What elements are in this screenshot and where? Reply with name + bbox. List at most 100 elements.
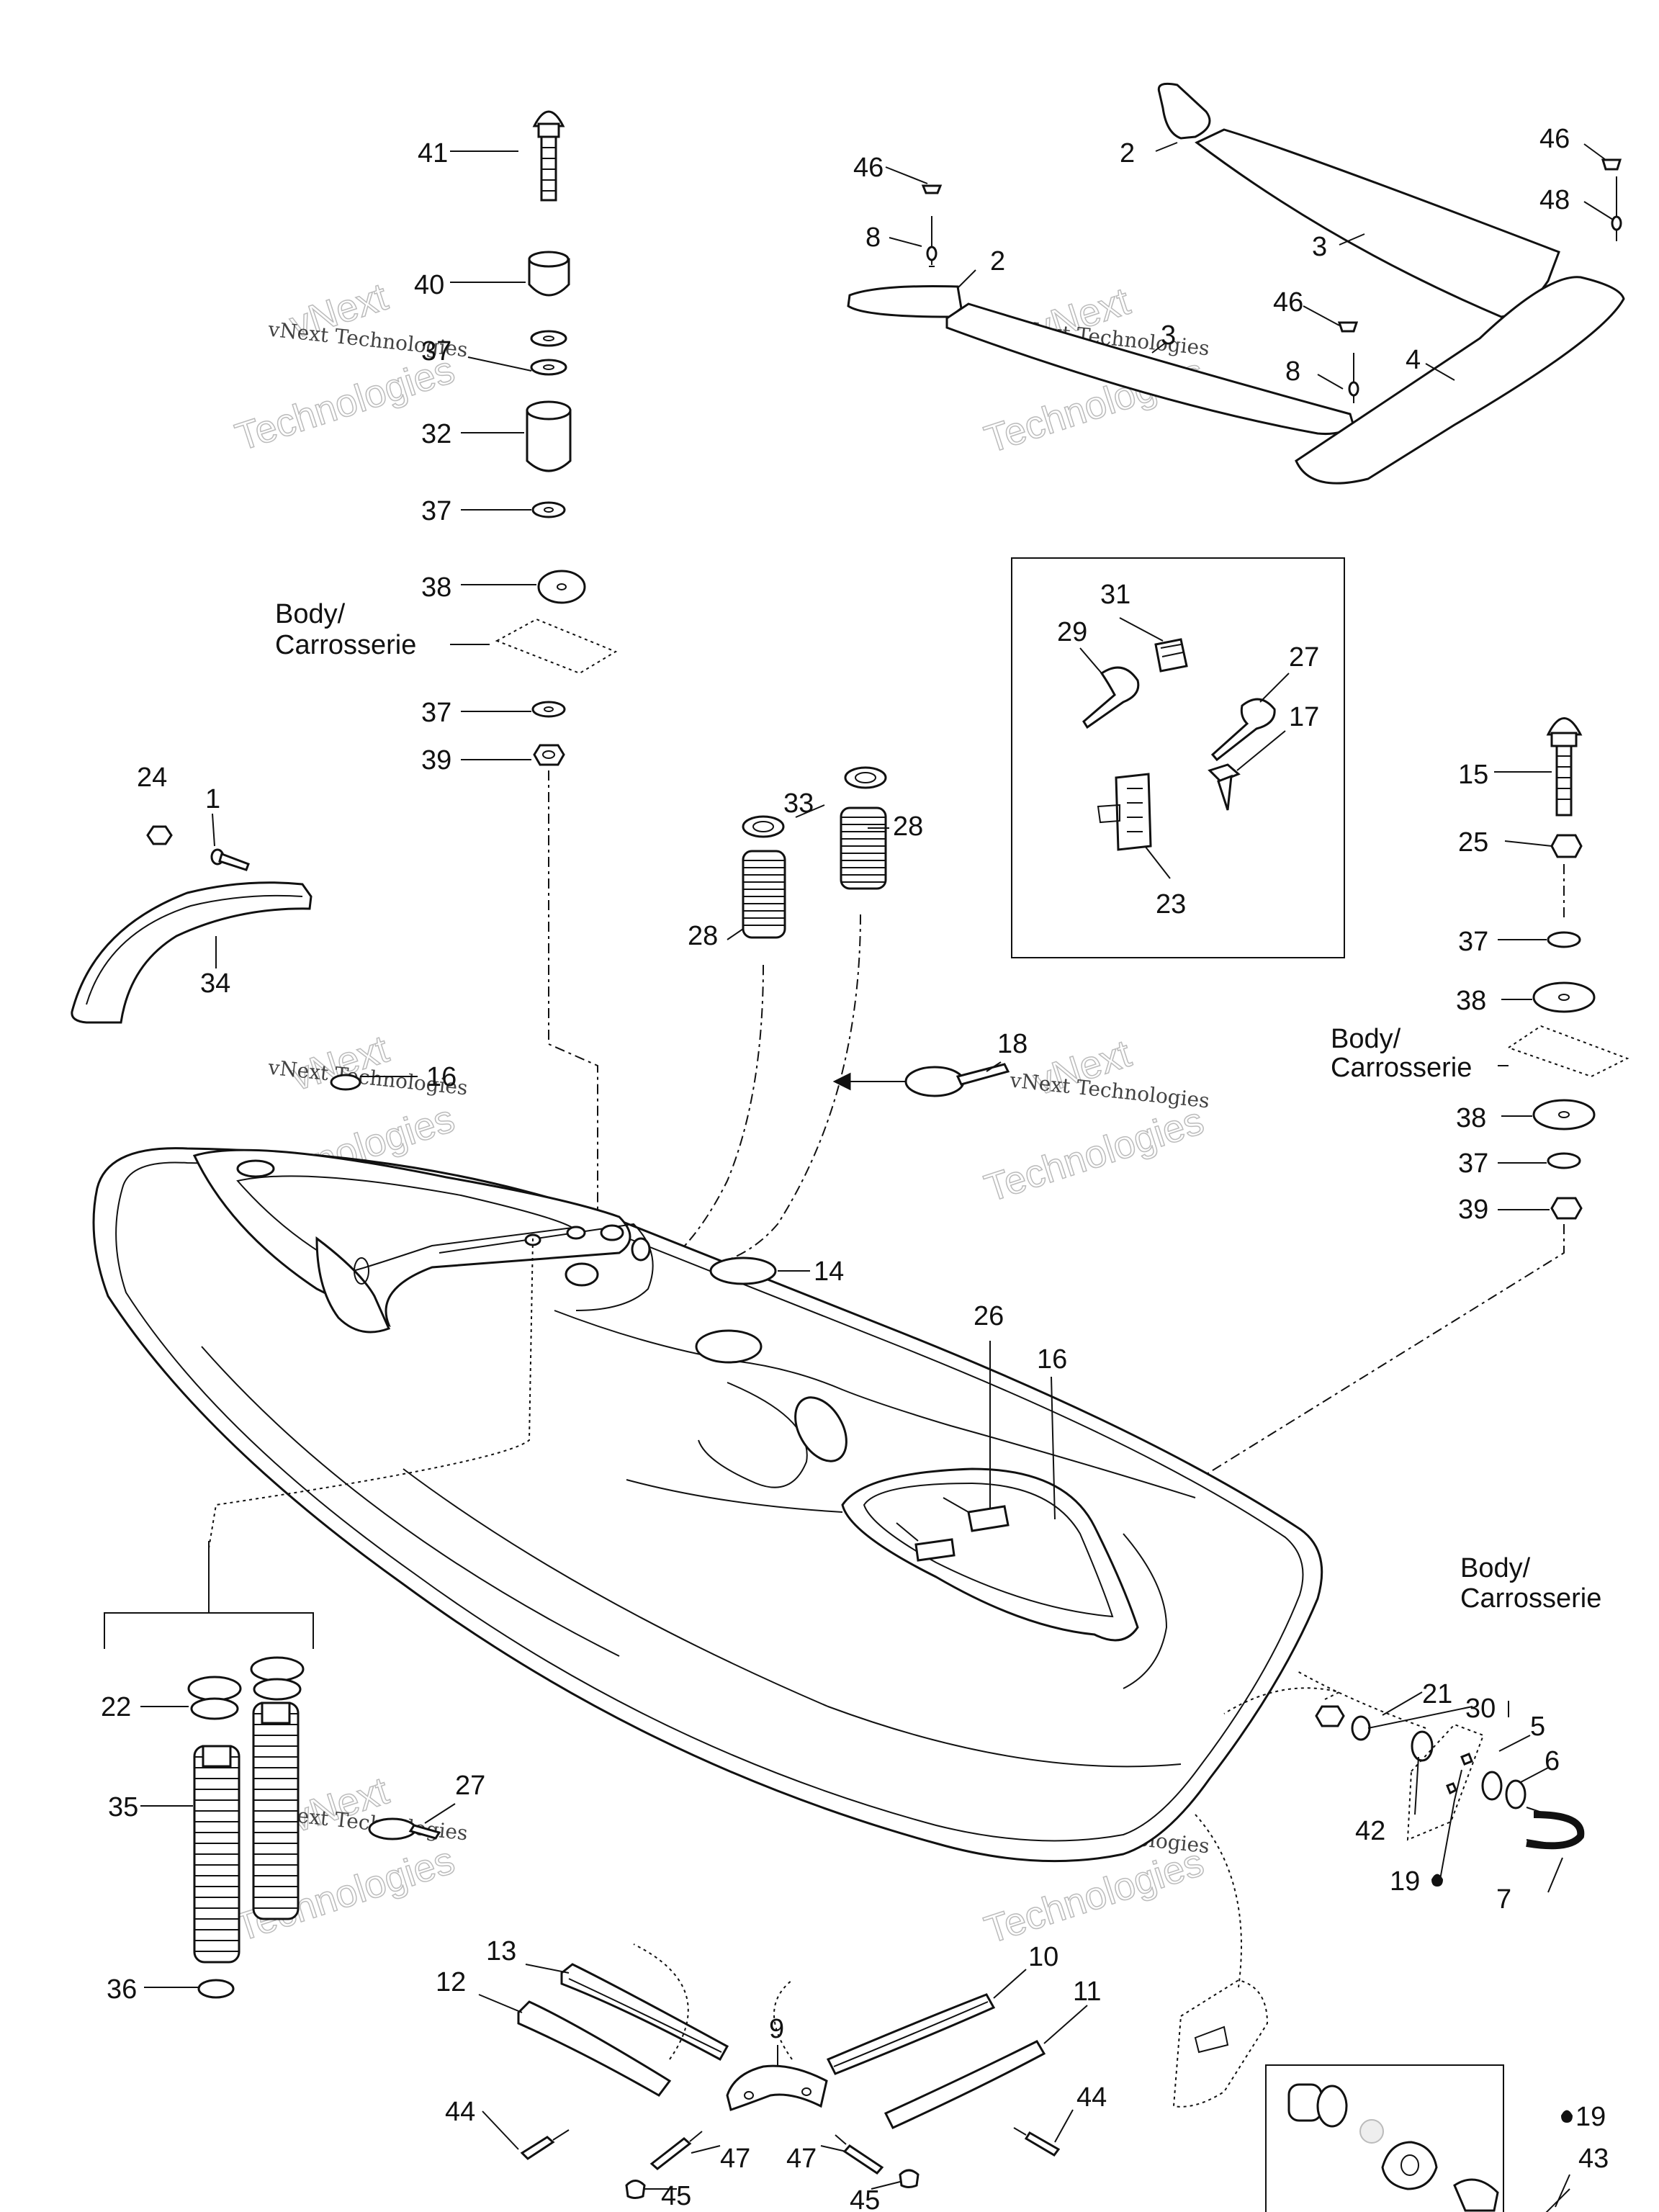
callout-21: 21 — [1422, 1679, 1452, 1709]
callout-15: 15 — [1458, 760, 1488, 790]
callout-37: 37 — [421, 496, 451, 526]
part-46-cap-1 — [921, 184, 943, 194]
part-44-rivet-right — [1013, 2127, 1061, 2157]
callout-26: 26 — [974, 1301, 1004, 1331]
callout-13: 13 — [486, 1936, 516, 1966]
part-34-handle — [71, 881, 313, 1024]
part-drain-fitting — [1287, 2083, 1348, 2128]
part-31-clip — [1154, 638, 1188, 673]
part-40-bumper — [528, 251, 570, 297]
tow-eye-assembly — [1315, 1691, 1585, 1893]
part-47-rivet-right — [835, 2134, 884, 2175]
detail-box-fasteners — [1011, 557, 1345, 958]
callout-11: 11 — [1073, 1977, 1101, 2007]
sealant-drop-icon-2 — [1561, 2110, 1573, 2123]
part-38-washer-2 — [1532, 981, 1596, 1013]
callout-35: 35 — [108, 1792, 138, 1822]
callout-37: 37 — [421, 698, 451, 728]
callout-16: 16 — [1037, 1344, 1067, 1375]
callout-46: 46 — [853, 153, 884, 183]
callout-18: 18 — [997, 1029, 1028, 1059]
body-label-3-line1: Body/ — [1460, 1553, 1531, 1583]
callout-4: 4 — [1406, 345, 1421, 375]
part-13-rail — [560, 1963, 729, 2062]
part-35-hose-1 — [193, 1745, 240, 1964]
callout-32: 32 — [421, 419, 451, 449]
part-37-washer-3 — [531, 501, 566, 518]
callout-1: 1 — [205, 784, 220, 814]
part-6-washer — [1505, 1779, 1527, 1809]
body-panel-3 — [1406, 1723, 1485, 1841]
hose-assembly-center — [647, 766, 1010, 1275]
callout-8: 8 — [866, 222, 881, 253]
body-label-1-line2: Carrosserie — [275, 630, 416, 660]
drain-plug-box — [1172, 1979, 1573, 2212]
part-22-grommet-2 — [250, 1656, 305, 1701]
callout-37: 37 — [1458, 927, 1488, 957]
body-label-2-line2: Carrosserie — [1331, 1053, 1472, 1083]
part-11-rail — [884, 2040, 1046, 2129]
part-28-hose-left — [742, 850, 786, 939]
callout-27: 27 — [1289, 642, 1319, 673]
callout-5: 5 — [1530, 1712, 1545, 1742]
watercraft-body — [92, 1074, 1426, 1988]
callout-labels: 41 40 37 32 37 38 37 39 24 1 34 16 33 28… — [101, 124, 1609, 2212]
part-12-rail — [517, 2000, 672, 2097]
callout-2: 2 — [990, 246, 1005, 276]
part-46-cap-3 — [1337, 321, 1359, 333]
part-27-tie-left — [368, 1817, 441, 1840]
callout-48: 48 — [1539, 185, 1570, 215]
callout-24: 24 — [137, 763, 167, 793]
part-2-pad-rear-upper — [1157, 82, 1211, 140]
part-26-connector — [914, 1505, 1010, 1562]
callout-45: 45 — [661, 2181, 691, 2211]
callout-19: 19 — [1575, 2102, 1606, 2132]
part-41-bolt — [532, 110, 565, 202]
part-10-rail — [826, 1993, 996, 2075]
part-7-u-bolt — [1526, 1807, 1585, 1850]
part-24-cap — [146, 825, 173, 845]
part-30-washer — [1351, 1715, 1371, 1741]
callout-22: 22 — [101, 1692, 131, 1722]
callout-47: 47 — [720, 2144, 750, 2174]
body-panel-2 — [1506, 1025, 1629, 1078]
part-9-corner — [726, 2064, 828, 2111]
callout-7: 7 — [1496, 1884, 1511, 1915]
part-3-pad-upper — [1195, 128, 1560, 318]
callout-37: 37 — [1458, 1148, 1488, 1179]
hose-assembly-left — [104, 1541, 456, 1999]
part-45-cap-right — [899, 2169, 920, 2188]
callout-31: 31 — [1100, 580, 1130, 610]
part-43-plug — [1453, 2178, 1570, 2212]
part-25-nut — [1550, 834, 1583, 858]
body-label-1-line1: Body/ — [275, 599, 346, 629]
callout-47: 47 — [786, 2144, 817, 2174]
svg-text:Technologies: Technologies — [979, 1099, 1208, 1210]
callout-40: 40 — [414, 270, 444, 300]
callout-37: 37 — [421, 336, 451, 367]
callout-38: 38 — [1456, 1103, 1486, 1133]
callout-12: 12 — [436, 1967, 466, 1997]
callout-39: 39 — [421, 745, 451, 775]
callout-6: 6 — [1545, 1746, 1560, 1776]
footrest-pads — [847, 82, 1625, 485]
part-22-grommet-1 — [187, 1676, 242, 1720]
callout-44: 44 — [1076, 2082, 1107, 2113]
part-39-nut-2 — [1550, 1197, 1583, 1220]
callout-42: 42 — [1355, 1816, 1385, 1846]
callout-27: 27 — [455, 1771, 485, 1801]
callout-16: 16 — [426, 1062, 457, 1092]
part-21-nut — [1315, 1705, 1345, 1727]
body-label-3-line2: Carrosserie — [1460, 1583, 1601, 1614]
part-29-tie — [1082, 666, 1140, 729]
callout-28: 28 — [893, 811, 923, 842]
callout-25: 25 — [1458, 827, 1488, 858]
callout-44: 44 — [445, 2097, 475, 2127]
part-32-sleeve — [526, 400, 572, 472]
part-47-rivet-left — [649, 2131, 703, 2170]
part-42-washer — [1411, 1730, 1434, 1762]
part-37-washer-5 — [1547, 931, 1581, 948]
callout-43: 43 — [1578, 2144, 1609, 2174]
part-8-rivet-1 — [926, 216, 938, 267]
